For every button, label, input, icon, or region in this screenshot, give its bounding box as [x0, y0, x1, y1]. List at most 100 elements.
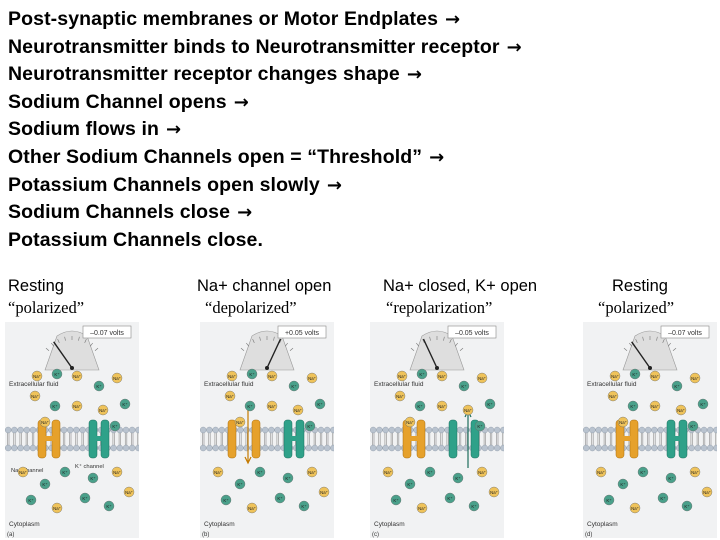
ion-label: K⁺ [393, 498, 398, 503]
ion-circle [416, 368, 428, 380]
lipid-head [376, 444, 383, 452]
ion-label: Na⁺ [113, 376, 121, 381]
lipid-head [79, 444, 86, 452]
ion-label: Na⁺ [396, 394, 404, 399]
ion-label: Na⁺ [31, 394, 39, 399]
dial-tick [668, 342, 671, 347]
lipid-head [394, 444, 402, 452]
ion-label: K⁺ [106, 504, 111, 509]
ion-label: K⁺ [82, 496, 87, 501]
potassium-channel [283, 419, 305, 459]
dial-tick [279, 339, 282, 343]
lipid-head [11, 426, 18, 434]
lipid-head [79, 426, 86, 434]
panel-caption: Resting “polarized” [8, 277, 85, 317]
dial-tick [662, 339, 665, 343]
ion-circle [671, 380, 683, 392]
ion-circle [697, 398, 709, 410]
dial-tick [94, 347, 99, 351]
ion-label: Na⁺ [611, 374, 619, 379]
sodium-ion: Na⁺ [318, 486, 330, 498]
sodium-ion: Na⁺ [689, 466, 701, 478]
step-line: Neurotransmitter binds to Neurotransmitt… [8, 35, 522, 58]
lipid-head [644, 444, 652, 452]
lipid-head [589, 426, 596, 434]
sodium-ion: Na⁺ [701, 486, 713, 498]
ion-label: K⁺ [122, 402, 127, 407]
ion-circle [468, 500, 480, 512]
dial-tick [252, 339, 255, 343]
ion-label: K⁺ [52, 404, 57, 409]
lipid-head [237, 426, 244, 434]
ion-circle [93, 380, 105, 392]
lipid-head [607, 444, 615, 452]
ion-label: K⁺ [223, 498, 228, 503]
ion-label: Na⁺ [226, 394, 234, 399]
ion-circle [111, 372, 123, 384]
ion-circle [123, 486, 135, 498]
lipid-head [651, 444, 658, 452]
sodium-channel [402, 419, 426, 459]
sodium-ion: Na⁺ [111, 466, 123, 478]
ion-label: K⁺ [54, 372, 59, 377]
lipid-head [323, 426, 331, 434]
voltage-readout: –0.07 volts [90, 330, 124, 337]
voltmeter-needle [631, 341, 651, 369]
ion-label: Na⁺ [619, 420, 627, 425]
ion-circle [458, 380, 470, 392]
ion-label: K⁺ [62, 470, 67, 475]
ion-label: K⁺ [96, 384, 101, 389]
lipid-head [713, 444, 717, 452]
ion-circle [452, 472, 464, 484]
sodium-ion: Na⁺ [97, 404, 109, 416]
dial-tick [642, 336, 644, 341]
ion-label: K⁺ [90, 476, 95, 481]
ion-label: Na⁺ [651, 374, 659, 379]
lipid-head [638, 426, 646, 434]
ion-circle [609, 370, 621, 382]
lipid-head [607, 426, 615, 434]
ion-circle [414, 400, 426, 412]
dial-tick [656, 336, 658, 341]
lipid-head [330, 426, 334, 434]
ion-label: Na⁺ [406, 420, 414, 425]
lipid-head [706, 426, 714, 434]
lipid-head [66, 444, 74, 452]
lipid-head [135, 426, 139, 434]
dial-tick [45, 347, 50, 351]
lipid-head [110, 444, 117, 452]
ion-circle [318, 486, 330, 498]
panel-letter: (c) [372, 532, 379, 538]
dial-tick [259, 336, 261, 341]
potassium-ion: K⁺ [452, 472, 464, 484]
ion-circle [607, 390, 619, 402]
sodium-ion: Na⁺ [212, 466, 224, 478]
sodium-ion: Na⁺ [595, 466, 607, 478]
sodium-ion: Na⁺ [123, 486, 135, 498]
ion-label: Na⁺ [41, 420, 49, 425]
dial-tick [51, 342, 54, 347]
ion-circle [595, 466, 607, 478]
ion-circle [51, 502, 63, 514]
ion-circle [404, 478, 416, 490]
ion-label: K⁺ [112, 424, 117, 429]
ion-label: K⁺ [660, 496, 665, 501]
ion-circle [29, 390, 41, 402]
right-arrow-icon: → [326, 174, 343, 196]
ion-circle [119, 398, 131, 410]
ion-circle [314, 398, 326, 410]
ion-label: Na⁺ [236, 420, 244, 425]
potassium-ion: K⁺ [657, 492, 669, 504]
ion-label: Na⁺ [320, 490, 328, 495]
sodium-ion: Na⁺ [39, 416, 51, 428]
extracellular-label: Extracellular fluid [9, 381, 59, 388]
sodium-ion: Na⁺ [71, 370, 83, 382]
sodium-ion: Na⁺ [476, 466, 488, 478]
ion-label: Na⁺ [99, 408, 107, 413]
panel-caption: Resting “polarized” [598, 277, 675, 317]
lipid-head [601, 426, 608, 434]
lipid-head [243, 444, 250, 452]
dial-tick [246, 342, 249, 347]
